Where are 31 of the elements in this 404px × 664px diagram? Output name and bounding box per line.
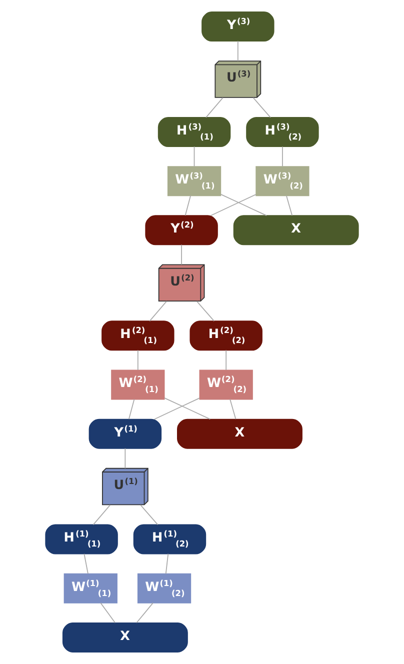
connector (181, 244, 182, 266)
connector (206, 97, 224, 118)
connector (149, 300, 167, 322)
node-box: Y$^{(2)}$ (145, 215, 218, 246)
connector (137, 350, 138, 370)
connector (286, 195, 293, 216)
connector (154, 398, 200, 420)
connector (92, 504, 111, 526)
connector (230, 398, 236, 420)
connector (226, 350, 227, 370)
connector (140, 504, 158, 526)
node-box: Y$^{(3)}$ (202, 12, 274, 42)
connector (210, 194, 256, 216)
connector (282, 146, 283, 167)
node-box: X (62, 622, 188, 652)
connector (194, 146, 195, 167)
connector (165, 553, 169, 574)
connector (100, 602, 116, 624)
node-box: X (233, 215, 359, 246)
connector (124, 448, 126, 469)
connector (136, 602, 154, 624)
connector (252, 97, 271, 118)
node-box: Y$^{(1)}$ (88, 418, 162, 449)
connector (237, 40, 238, 62)
connector (184, 195, 192, 216)
connector (196, 300, 215, 322)
connector (220, 194, 267, 216)
connector (164, 397, 211, 420)
connector (84, 553, 88, 574)
node-box: X (177, 418, 302, 449)
connector (128, 398, 135, 420)
